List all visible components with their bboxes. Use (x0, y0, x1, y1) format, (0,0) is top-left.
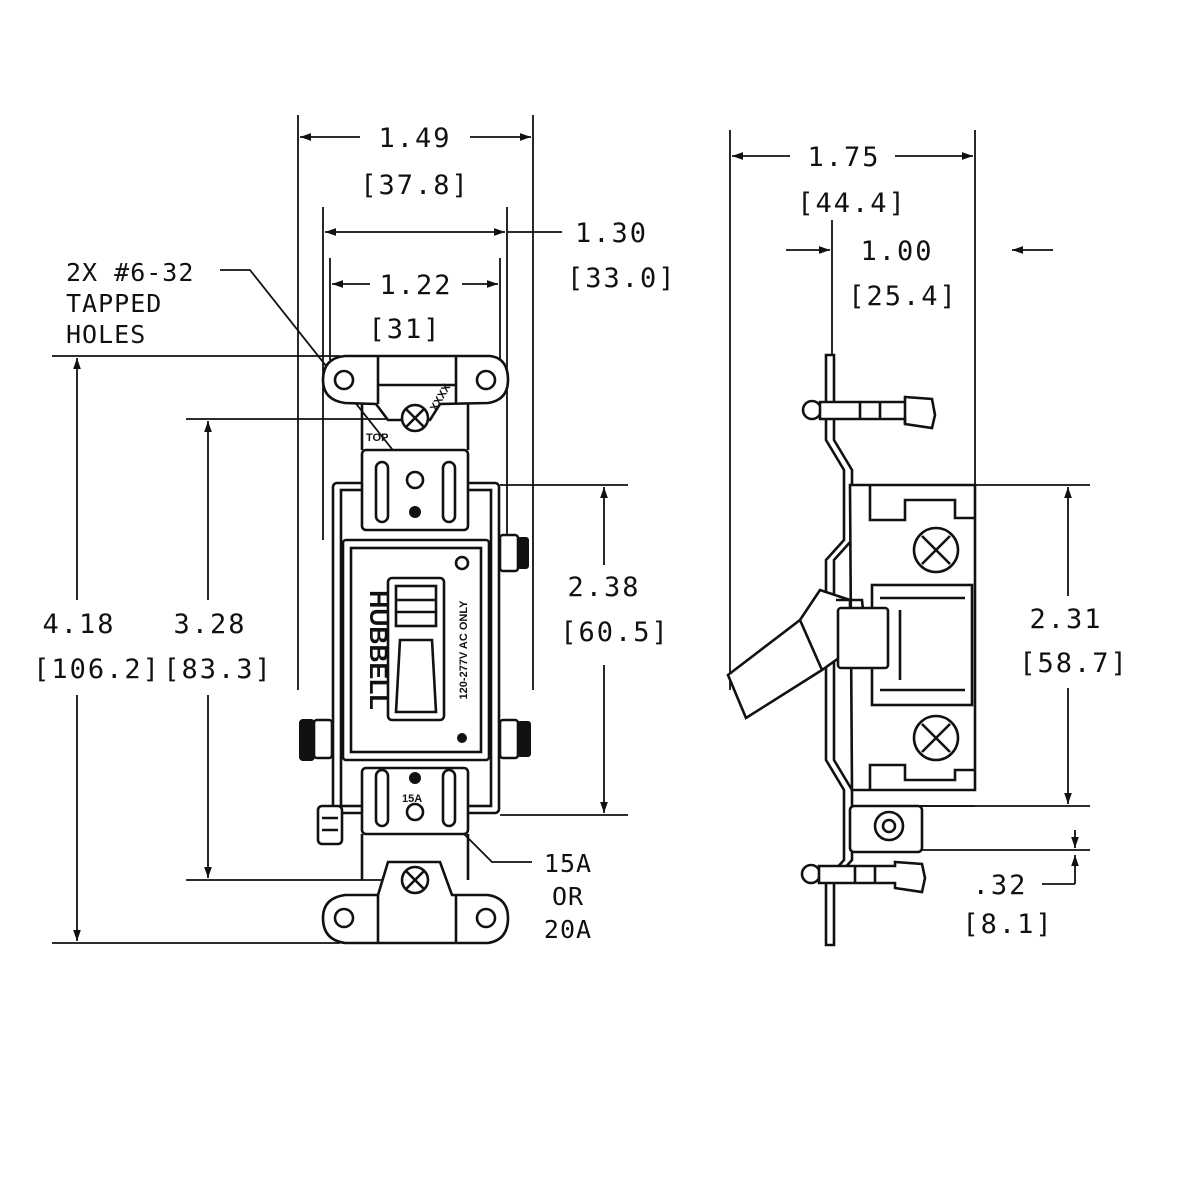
strap-neck (360, 834, 470, 880)
height-body-in: 2.38 (567, 572, 640, 603)
holes-note-line1: 2X #6-32 (66, 258, 194, 287)
face-border (349, 546, 483, 754)
screw-slot (921, 535, 951, 565)
strap-detail (376, 356, 458, 404)
housing-top-detail (868, 485, 975, 522)
screw-thread-detail (858, 402, 907, 424)
ground-screw (316, 804, 344, 846)
front-view-dimensions: 1.49 [37.8] 1.30 [33.0] 1.22 [31] 2X #6-… (33, 115, 677, 944)
terminal-screw-right-top (498, 533, 520, 573)
screw-head-icon (800, 863, 822, 885)
width-overall-in: 1.49 (378, 123, 451, 154)
switch-side-view (726, 353, 977, 947)
depth-overall-in: 1.75 (807, 142, 880, 173)
bottom-strap-ear (321, 860, 510, 945)
terminal-screw-head (517, 721, 531, 757)
terminal-screw-head (517, 537, 529, 569)
strap-offset-mm: [8.1] (962, 909, 1053, 940)
mounting-hole (475, 907, 497, 929)
top-strap-ear (321, 354, 510, 422)
depth-overall-mm: [44.4] (797, 188, 907, 219)
holes-note-line2: TAPPED (66, 289, 162, 318)
holes-leader (220, 269, 416, 479)
housing-bottom-detail (868, 763, 975, 790)
ul-mark-icon (454, 555, 470, 571)
screw-slot (921, 723, 951, 753)
tapped-hole (405, 802, 425, 822)
toggle-lever (386, 576, 446, 722)
yoke-slot (441, 460, 457, 524)
housing-mid-detail (880, 596, 965, 692)
terminal-screw-left (312, 718, 334, 760)
switch-front-view: XXXX TOP HUBBELL 120-277V AC ONLY (299, 354, 531, 945)
toggle-top-detail (394, 584, 438, 628)
hole-spacing-in: 1.22 (379, 270, 452, 301)
screw-slot (405, 870, 425, 890)
side-height-in: 2.31 (1029, 604, 1102, 635)
top-label: TOP (366, 432, 388, 444)
voltage-label: 120-277V AC ONLY (458, 600, 470, 700)
yoke-slot (374, 768, 390, 828)
yoke-slot (374, 460, 390, 524)
mounting-hole (333, 369, 355, 391)
screw-thread-detail (853, 866, 877, 883)
ground-mark-icon (457, 733, 467, 743)
height-mounting-in: 3.28 (173, 609, 246, 640)
mounting-hole (475, 369, 497, 391)
tapped-hole (405, 470, 425, 490)
toggle-pivot (836, 606, 890, 670)
mounting-screw-top (818, 395, 937, 430)
screw-head-icon (801, 399, 823, 421)
height-overall-in: 4.18 (42, 609, 115, 640)
strap-neck (360, 404, 470, 450)
holes-note-line3: HOLES (66, 320, 146, 349)
width-body-in: 1.30 (575, 218, 648, 249)
toggle-detail (394, 598, 438, 714)
rating-note-line3: 20A (544, 915, 592, 944)
mounting-screw-bottom (817, 860, 927, 894)
width-overall-mm: [37.8] (360, 170, 470, 201)
height-overall-mm: [106.2] (33, 654, 161, 685)
height-body-mm: [60.5] (560, 617, 670, 648)
depth-body-in: 1.00 (860, 236, 933, 267)
height-mounting-mm: [83.3] (163, 654, 273, 685)
yoke-slot (441, 768, 457, 828)
rivet (409, 506, 421, 518)
rating-note-line1: 15A (544, 849, 592, 878)
hole-spacing-mm: [31] (368, 314, 441, 345)
rivet (409, 772, 421, 784)
ground-screw-detail (322, 816, 338, 832)
screw-slot (405, 408, 425, 428)
side-height-mm: [58.7] (1019, 648, 1129, 679)
mounting-hole (333, 907, 355, 929)
width-body-mm: [33.0] (567, 263, 677, 294)
side-view-dimensions: 1.75 [44.4] 1.00 [25.4] 2.31 [58.7] .32 … (729, 130, 1129, 940)
rating-label: 15A (402, 793, 422, 805)
strap-offset-in: .32 (973, 870, 1028, 901)
strap-detail (376, 895, 458, 943)
terminal-screw-right-bottom (498, 718, 520, 760)
ground-screw-core (881, 818, 897, 834)
rating-note-line2: OR (552, 882, 584, 911)
terminal-screw-head (299, 719, 315, 761)
depth-body-mm: [25.4] (848, 281, 958, 312)
